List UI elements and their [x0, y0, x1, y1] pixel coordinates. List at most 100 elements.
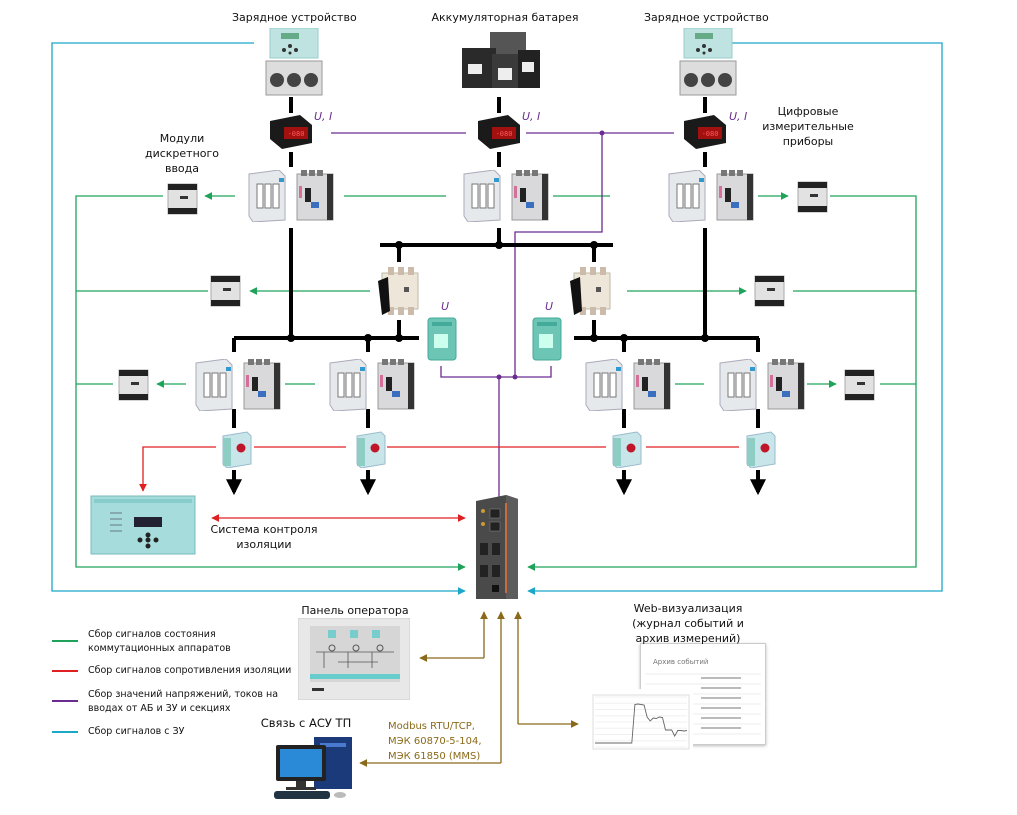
power-bus	[226, 97, 766, 496]
load-switch-right	[568, 265, 614, 317]
insulation-sensor-1	[219, 430, 253, 469]
insulation-sensor-4	[743, 430, 777, 469]
protocols-label: Modbus RTU/TCP, МЭК 60870-5-104, МЭК 618…	[388, 721, 482, 762]
fuse-breaker-icon	[668, 169, 754, 223]
controller-icon	[476, 495, 518, 599]
meter-icon: -080	[478, 115, 520, 149]
meter-display: -080	[288, 130, 305, 138]
bus-junctions	[287, 241, 709, 342]
ui-label-left: U, I	[314, 110, 333, 123]
measurements-chart	[592, 694, 690, 750]
web-visualization: Архив событий	[583, 643, 766, 755]
circuit-breaker-icon	[243, 359, 281, 410]
circuit-breaker-icon	[511, 170, 549, 221]
switch-state-lines	[75, 192, 917, 571]
voltage-relay-icon	[532, 317, 562, 361]
di-module-top-left	[166, 180, 199, 216]
charger-icon	[265, 27, 323, 96]
fuse-switch-icon	[719, 358, 757, 412]
di-module-top-right	[796, 178, 829, 214]
insulation-sensor-2	[353, 430, 387, 469]
load-switch-icon	[378, 267, 419, 315]
fuse-breaker-top-left	[245, 169, 337, 223]
fuse-switch-icon	[195, 358, 233, 412]
ui-label-center: U, I	[522, 110, 541, 123]
fuse-switch-icon	[668, 169, 706, 223]
events-archive-title: Архив событий	[653, 658, 709, 666]
chart-series-line	[595, 703, 688, 744]
meter-display: -080	[496, 130, 513, 138]
u-label-left: U	[441, 300, 450, 313]
insulation-monitor-icon	[90, 495, 196, 555]
circuit-breaker-icon	[296, 170, 334, 221]
insulation-sensor-icon	[612, 431, 642, 469]
di-module-icon	[797, 181, 828, 213]
events-table	[645, 673, 761, 735]
fuse-switch-icon	[329, 358, 367, 412]
insulation-lines	[139, 446, 739, 522]
legend-text-switch-state: Сбор сигналов состояния коммутационных а…	[88, 629, 231, 654]
voltage-relay-left	[426, 316, 458, 362]
ui-label-right: U, I	[729, 110, 748, 123]
fuse-switch-icon	[585, 358, 623, 412]
di-module-bottom-right	[843, 366, 876, 402]
fuse-breaker-icon	[195, 358, 281, 412]
battery-title: Аккумуляторная батарея	[431, 11, 579, 24]
di-module-mid-right	[753, 272, 786, 308]
di-module-icon	[167, 183, 198, 215]
voltage-relay-icon	[427, 317, 457, 361]
fuse-breaker-icon	[719, 358, 805, 412]
insulation-sensor-3	[609, 430, 643, 469]
load-switch-icon	[570, 267, 611, 315]
measurement-lines	[331, 132, 674, 519]
digital-meter-center: -080	[478, 115, 520, 149]
legend-line-measurements	[52, 700, 78, 702]
fuse-breaker-bottom-1	[192, 358, 284, 412]
legend-line-insulation	[52, 670, 78, 672]
scada-pc	[272, 735, 356, 803]
load-switch-left	[376, 265, 422, 317]
circuit-breaker-icon	[377, 359, 415, 410]
battery-icon	[462, 32, 540, 88]
fuse-breaker-top-right	[665, 169, 757, 223]
controller	[472, 495, 522, 601]
fuse-switch-icon	[463, 169, 501, 223]
meter-icon: -080	[270, 115, 312, 149]
legend-text-charger: Сбор сигналов с ЗУ	[88, 726, 185, 737]
legend-text-measurements: Сбор значений напряжений, токов на ввода…	[88, 689, 279, 714]
computer-icon	[274, 737, 352, 799]
voltage-relay-right	[531, 316, 563, 362]
fuse-breaker-bottom-4	[716, 358, 808, 412]
web-visualization-label: Web-визуализация (журнал событий и архив…	[632, 602, 744, 645]
operator-panel	[297, 617, 411, 701]
legend-line-switch-state	[52, 640, 78, 642]
digital-meters-label: Цифровые измерительные приборы	[762, 105, 854, 148]
meter-icon: -080	[684, 115, 726, 149]
fuse-breaker-top-center	[460, 169, 552, 223]
measurement-junctions	[496, 130, 605, 380]
di-module-icon	[754, 275, 785, 307]
circuit-breaker-icon	[767, 359, 805, 410]
fuse-switch-icon	[248, 169, 286, 223]
comm-lines	[359, 611, 579, 767]
charger-left	[265, 27, 323, 96]
di-modules-label: Модули дискретного ввода	[144, 132, 220, 175]
insulation-sensor-icon	[356, 431, 386, 469]
insulation-monitor-unit	[90, 495, 196, 555]
measurements-chart-window	[583, 689, 693, 755]
legend-line-charger	[52, 731, 78, 733]
charger-right	[679, 27, 737, 96]
circuit-breaker-icon	[633, 359, 671, 410]
digital-meter-right: -080	[684, 115, 726, 149]
charger-signal-lines	[51, 42, 943, 595]
di-module-icon	[210, 275, 241, 307]
di-module-mid-left	[209, 272, 242, 308]
scada-link-title: Связь с АСУ ТП	[260, 716, 352, 730]
charger-right-title: Зарядное устройство	[644, 11, 769, 24]
charger-icon	[679, 27, 737, 96]
fuse-breaker-bottom-3	[582, 358, 674, 412]
insulation-sensor-icon	[746, 431, 776, 469]
meter-display: -080	[702, 130, 719, 138]
insulation-sensor-icon	[222, 431, 252, 469]
battery	[460, 32, 542, 90]
